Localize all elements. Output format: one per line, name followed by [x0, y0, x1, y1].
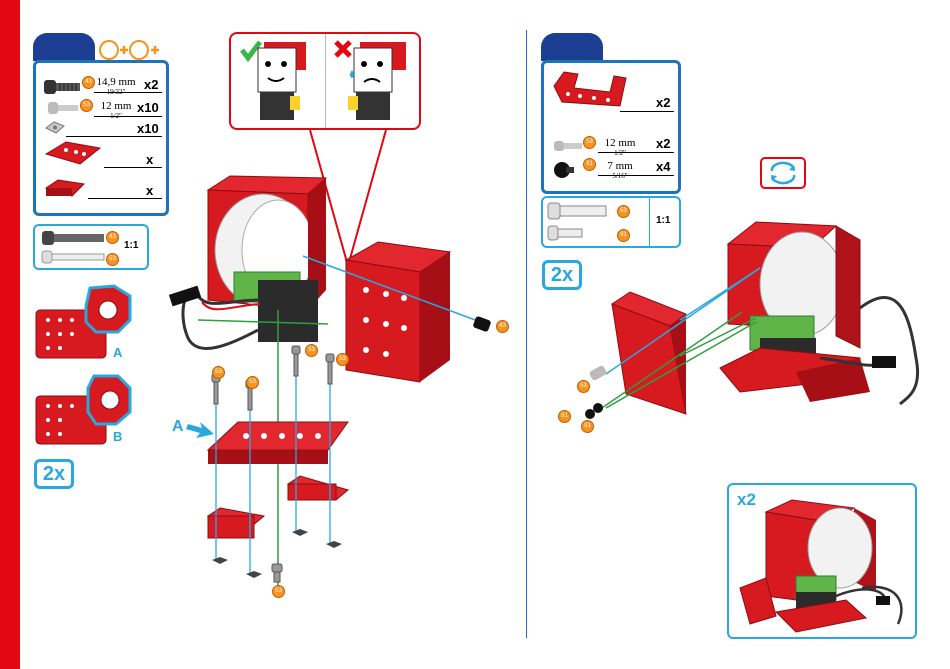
screw-badge: 53	[305, 344, 318, 357]
page-divider	[526, 30, 527, 638]
variant-label: B	[113, 429, 122, 444]
part-badge: 91	[583, 158, 596, 171]
repeat-badge: 2x	[34, 459, 74, 489]
short-screw-icon	[46, 99, 80, 117]
qty-underline	[104, 167, 162, 168]
part-qty: x10	[137, 100, 159, 115]
part-qty: x2	[144, 77, 158, 92]
red-edge-bar	[0, 0, 20, 669]
insert-direction-label: A	[172, 418, 184, 436]
part-qty: x10	[137, 121, 159, 136]
screw-badge: 53	[212, 366, 225, 379]
wrong-orientation-icon	[332, 36, 416, 126]
short-screw-icon	[552, 138, 584, 154]
step-number-tab	[33, 33, 95, 61]
qty-underline	[66, 136, 162, 137]
part-badge: 53	[106, 253, 119, 266]
red-bracket-icon	[42, 176, 88, 202]
part-qty: x	[146, 152, 153, 167]
square-nut-icon	[44, 120, 66, 136]
qty-underline	[620, 111, 674, 112]
part-qty: x4	[656, 159, 670, 174]
red-plate-icon	[42, 138, 104, 168]
step-number-tab	[541, 33, 603, 61]
part-badge: 43	[106, 231, 119, 244]
right-assembly-illustration	[560, 208, 930, 438]
part-qty: x2	[656, 95, 670, 110]
black-screw-icon	[552, 160, 576, 180]
correct-orientation-icon	[236, 36, 320, 126]
combine-parts-icon	[98, 38, 162, 62]
screw-badge: 53	[336, 353, 349, 366]
qty-underline	[598, 152, 674, 153]
part-qty: x	[146, 183, 153, 198]
qty-underline	[598, 175, 674, 176]
completed-assembly-icon	[736, 492, 912, 636]
screw-badge: 91	[581, 420, 594, 433]
scale-ratio: 1:1	[124, 240, 138, 251]
part-qty: x2	[656, 136, 670, 151]
long-screw-icon	[42, 76, 82, 98]
insert-direction-arrow-icon	[186, 418, 216, 442]
rotate-icon	[760, 157, 806, 189]
screw-badge: 43	[496, 320, 509, 333]
qty-underline	[88, 198, 162, 199]
screw-badge: 53	[272, 585, 285, 598]
variant-label: A	[113, 345, 122, 360]
part-badge: 53	[80, 99, 93, 112]
qty-underline	[94, 116, 162, 117]
red-u-bracket-icon	[550, 66, 630, 116]
screw-badge: 53	[246, 376, 259, 389]
actual-size-screws-icon	[40, 228, 110, 268]
hint-divider	[325, 34, 326, 128]
screw-badge: 53	[577, 380, 590, 393]
part-badge: 53	[583, 136, 596, 149]
screw-badge: 91	[558, 410, 571, 423]
qty-underline	[94, 92, 162, 93]
